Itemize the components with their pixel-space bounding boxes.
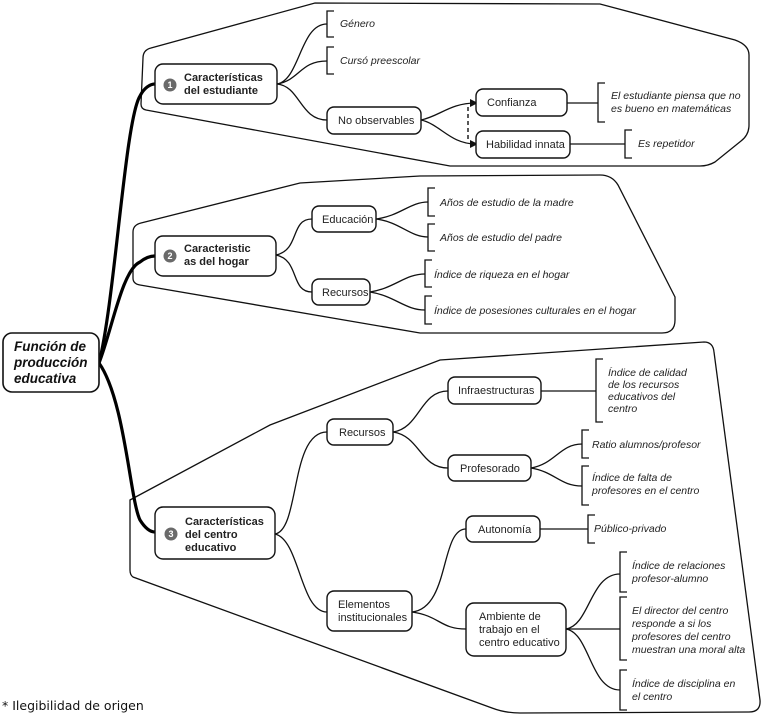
group-outline-school bbox=[129, 341, 761, 714]
edge-cat1-genero bbox=[276, 23, 328, 85]
leaf-director: El director del centro responde a si los… bbox=[631, 605, 745, 656]
bracket-relaciones bbox=[619, 551, 627, 593]
leaf-publico: Público-privado bbox=[594, 523, 667, 535]
edge-elementos-autonomia bbox=[411, 528, 467, 613]
edge-cat3-elementos bbox=[274, 533, 328, 613]
leaf-relaciones: Índice de relaciones profesor-alumno bbox=[631, 559, 728, 585]
cat2-number: 2 bbox=[167, 251, 172, 261]
cat2-label: Caracteristic as del hogar bbox=[184, 243, 254, 268]
cat1-node bbox=[154, 63, 278, 105]
bracket-habilidad-leaf bbox=[624, 129, 632, 159]
bracket-disciplina bbox=[619, 669, 627, 711]
node-no-observables bbox=[326, 106, 422, 135]
bracket-publico bbox=[587, 514, 595, 544]
group-outline-home bbox=[132, 174, 676, 334]
footnote: * Ilegibilidad de origen bbox=[2, 698, 144, 713]
edge-profesorado-falta bbox=[530, 467, 583, 487]
node-profesorado bbox=[447, 454, 532, 482]
node-infraestructuras-label: Infraestructuras bbox=[458, 385, 535, 397]
bracket-genero bbox=[326, 10, 334, 38]
edge-recursos-profesorado bbox=[392, 431, 449, 469]
bracket-posesiones bbox=[424, 295, 432, 325]
node-recursos-hogar-label: Recursos bbox=[322, 287, 369, 299]
node-autonomia-label: Autonomía bbox=[478, 524, 532, 536]
cat3-node bbox=[154, 506, 276, 560]
edge-educacion-padre bbox=[375, 218, 429, 238]
edge-cat3-recursos bbox=[274, 431, 328, 535]
leaf-genero: Género bbox=[340, 18, 375, 30]
bracket-preescolar bbox=[326, 46, 334, 75]
bracket-madre bbox=[427, 187, 435, 217]
node-educacion bbox=[311, 205, 377, 233]
edge-noobs-confianza bbox=[420, 99, 478, 121]
bracket-riqueza bbox=[424, 259, 432, 288]
edge-ambiente-disciplina bbox=[565, 628, 621, 691]
cat1-number-badge bbox=[163, 78, 177, 92]
cat2-number-badge bbox=[163, 249, 177, 263]
node-recursos-hogar bbox=[311, 278, 371, 306]
edge-recursos-posesiones bbox=[369, 291, 426, 311]
edge-recursos-infra bbox=[392, 390, 449, 433]
edge-cat2-educacion bbox=[275, 218, 313, 256]
edge-cat2-recursos bbox=[275, 254, 313, 293]
leaf-preescolar: Cursó preescolar bbox=[340, 55, 420, 67]
cat1-number: 1 bbox=[167, 80, 172, 90]
root-label: Función de producción educativa bbox=[13, 339, 91, 386]
cat3-number-badge bbox=[164, 527, 178, 541]
edge-noobs-habilidad bbox=[420, 119, 478, 148]
root-node bbox=[2, 332, 100, 393]
node-ambiente-trabajo bbox=[465, 602, 567, 657]
bracket-director bbox=[619, 596, 627, 661]
node-confianza-label: Confianza bbox=[487, 97, 537, 109]
cat2-node bbox=[154, 235, 277, 277]
edge-profesorado-ratio bbox=[530, 443, 583, 469]
leaf-confianza: El estudiante piensa que no es bueno en … bbox=[611, 90, 744, 115]
edge-elementos-ambiente bbox=[411, 611, 467, 630]
edge-root-to-cat2 bbox=[97, 254, 156, 364]
node-educacion-label: Educación bbox=[322, 214, 373, 226]
node-recursos-centro-label: Recursos bbox=[339, 427, 386, 439]
leaf-posesiones: Índice de posesiones culturales en el ho… bbox=[434, 304, 636, 317]
edge-ambiente-relaciones bbox=[565, 573, 621, 630]
leaf-padre: Años de estudio del padre bbox=[439, 232, 562, 244]
edge-cat1-noobs bbox=[276, 83, 328, 121]
cat1-label: Características del estudiante bbox=[184, 72, 266, 97]
bracket-calidad bbox=[595, 358, 603, 423]
node-no-observables-label: No observables bbox=[338, 115, 415, 127]
edge-root-to-cat3 bbox=[97, 362, 156, 534]
bracket-falta bbox=[581, 465, 589, 506]
leaf-calidad: Índice de calidad de los recursos educat… bbox=[608, 366, 690, 415]
cat3-label: Características del centro educativo bbox=[185, 516, 267, 554]
leaf-madre: Años de estudio de la madre bbox=[439, 197, 574, 209]
node-autonomia bbox=[465, 515, 541, 543]
leaf-disciplina: Índice de disciplina en el centro bbox=[632, 677, 738, 703]
node-habilidad-innata bbox=[475, 130, 571, 159]
leaf-falta: Índice de falta de profesores en el cent… bbox=[591, 471, 700, 497]
node-ambiente-trabajo-label: Ambiente de trabajo en el centro educati… bbox=[479, 611, 560, 649]
edge-root-to-cat1 bbox=[97, 82, 156, 364]
node-habilidad-innata-label: Habilidad innata bbox=[486, 139, 566, 151]
node-recursos-centro bbox=[326, 418, 394, 446]
bracket-padre bbox=[427, 223, 435, 252]
cat3-number: 3 bbox=[168, 529, 173, 539]
bracket-ratio bbox=[581, 429, 589, 459]
edge-educacion-madre bbox=[375, 201, 429, 220]
edge-cat1-preescolar bbox=[276, 60, 328, 85]
node-elementos-institucionales-label: Elementos institucionales bbox=[338, 599, 408, 624]
node-confianza bbox=[475, 88, 568, 117]
leaf-habilidad: Es repetidor bbox=[638, 138, 695, 150]
leaf-ratio: Ratio alumnos/profesor bbox=[592, 439, 701, 451]
edge-recursos-riqueza bbox=[369, 273, 426, 293]
bracket-confianza-leaf bbox=[597, 82, 605, 123]
group-outline-student bbox=[140, 2, 750, 167]
node-infraestructuras bbox=[447, 376, 542, 405]
node-elementos-institucionales bbox=[326, 590, 413, 632]
leaf-riqueza: Índice de riqueza en el hogar bbox=[434, 268, 570, 281]
node-profesorado-label: Profesorado bbox=[460, 463, 520, 475]
